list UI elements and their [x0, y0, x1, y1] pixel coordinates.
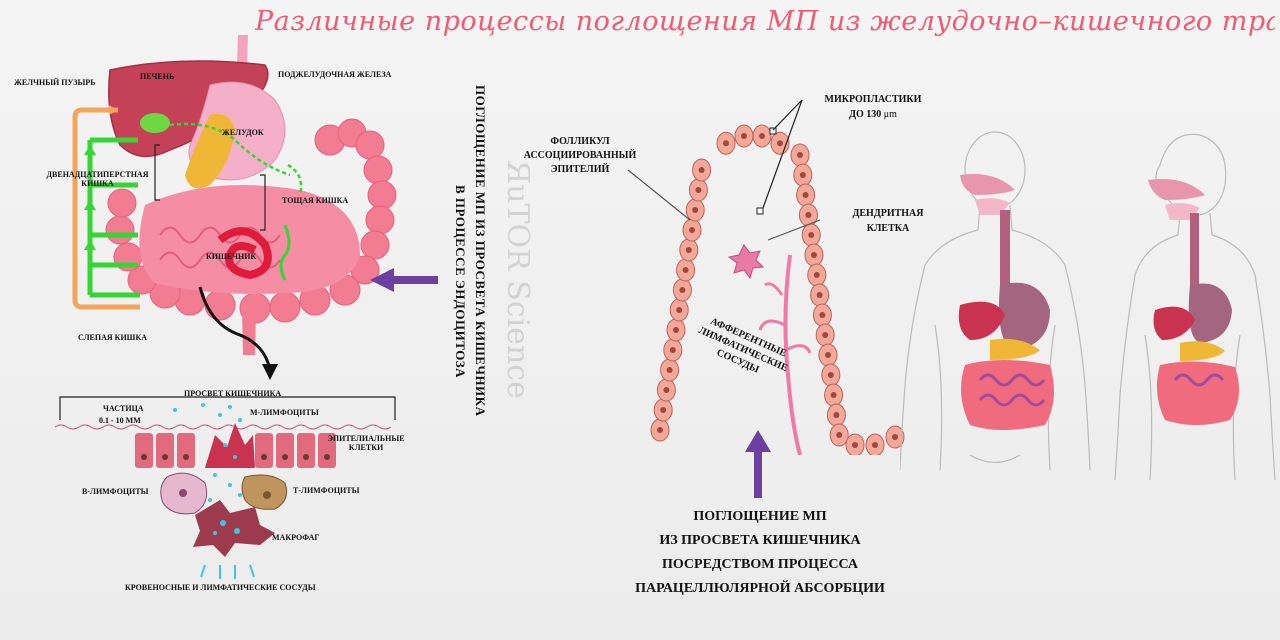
- villus-cell-nucleus: [666, 367, 673, 373]
- label-liver: ПЕЧЕНЬ: [140, 72, 175, 81]
- vertical-caption-line1: ПОГЛОЩЕНИЕ МП ИЗ ПРОСВЕТА КИШЕЧНИКА: [473, 85, 488, 417]
- label-duodenum-line2: КИШКА: [81, 179, 114, 188]
- label-dendritic-line2: КЛЕТКА: [866, 223, 910, 234]
- label-t-cells: Т-ЛИМФОЦИТЫ: [293, 486, 360, 495]
- villus-cell-nucleus: [819, 312, 826, 318]
- label-m-cells: М-ЛИМФОЦИТЫ: [250, 408, 319, 417]
- label-particle: ЧАСТИЦА: [103, 404, 144, 413]
- label-microplastics-unit: μm: [883, 109, 897, 120]
- villus-cell-nucleus: [663, 387, 670, 393]
- villus-cell-nucleus: [660, 407, 667, 413]
- villus-cell-nucleus: [682, 267, 689, 273]
- label-duodenum: ДВЕНАДЦАТИПЕРСТНАЯ КИШКА: [40, 170, 155, 188]
- label-follicle-line3: ЭПИТЕЛИЙ: [550, 164, 610, 175]
- villus-cell-nucleus: [816, 292, 823, 298]
- villus-cell-nucleus: [689, 227, 695, 233]
- label-cecum: СЛЕПАЯ КИШКА: [78, 333, 148, 342]
- villus-cell-nucleus: [657, 427, 663, 433]
- villus-cell-nucleus: [836, 432, 843, 438]
- villus-cell-nucleus: [698, 167, 705, 173]
- villus-cell-nucleus: [673, 327, 679, 333]
- label-stomach: ЖЕЛУДОК: [222, 128, 264, 137]
- villus-cell-nucleus: [685, 247, 692, 253]
- villus-cell-nucleus: [811, 252, 817, 258]
- label-intestine: КИШЕЧНИК: [206, 252, 257, 261]
- paracellular-caption: ПОГЛОЩЕНИЕ МП ИЗ ПРОСВЕТА КИШЕЧНИКА ПОСР…: [580, 505, 940, 601]
- villus-cell-nucleus: [797, 152, 803, 158]
- label-epithelial: ЭПИТЕЛИАЛЬНЫЕ КЛЕТКИ: [316, 434, 416, 452]
- villus-pointer-lines: [627, 99, 820, 241]
- villus-cell-nucleus: [892, 434, 898, 440]
- villus-cell-nucleus: [799, 172, 806, 178]
- label-follicle: ФОЛЛИКУЛ АССОЦИИРОВАННЫЙ ЭПИТЕЛИЙ: [510, 135, 650, 177]
- poster-title: Различные процессы поглощения МП из желу…: [255, 6, 1275, 37]
- label-dendritic-line1: ДЕНДРИТНАЯ: [852, 208, 924, 219]
- male-figure-illustration: [900, 131, 1091, 471]
- label-pancreas: ПОДЖЕЛУДОЧНАЯ ЖЕЛЕЗА: [278, 70, 392, 79]
- paracellular-caption-line3: ПОСРЕДСТВОМ ПРОЦЕССА: [661, 557, 859, 572]
- vertical-caption-line2: В ПРОЦЕССЕ ЭНДОЦИТОЗА: [453, 185, 468, 379]
- label-jejunum: ТОЩАЯ КИШКА: [282, 196, 349, 205]
- endocytosis-detail-illustration: [55, 396, 396, 579]
- villus-cell-nucleus: [695, 187, 702, 193]
- villus-cell-nucleus: [676, 307, 683, 313]
- paracellular-caption-line2: ИЗ ПРОСВЕТА КИШЕЧНИКА: [659, 533, 861, 548]
- label-microplastics-size: ДО 130: [849, 109, 882, 120]
- label-duodenum-line1: ДВЕНАДЦАТИПЕРСТНАЯ: [46, 170, 149, 179]
- villus-cell-nucleus: [825, 352, 831, 358]
- label-particle-size: 0.1 - 10 μm: [99, 416, 141, 425]
- villus-cell-nucleus: [827, 372, 834, 378]
- label-macrophage: МАКРОФАГ: [272, 533, 320, 542]
- villus-cell-nucleus: [777, 140, 783, 147]
- villus-cell-nucleus: [813, 272, 820, 278]
- villus-cell-nucleus: [852, 442, 858, 448]
- female-figure-illustration: [1114, 133, 1276, 481]
- villus-cell-nucleus: [741, 132, 747, 139]
- villus-cell-nucleus: [872, 442, 878, 448]
- label-microplastics-line1: МИКРОПЛАСТИКИ: [824, 94, 922, 105]
- purple-arrow-left: [370, 268, 438, 292]
- digestive-organs-illustration: [72, 35, 397, 371]
- villus-cell-nucleus: [802, 192, 809, 198]
- villus-cell-nucleus: [759, 132, 765, 139]
- villus-cell-nucleus: [723, 140, 729, 147]
- villus-cell-nucleus: [805, 212, 812, 218]
- label-dendritic: ДЕНДРИТНАЯ КЛЕТКА: [838, 206, 938, 236]
- paracellular-caption-line4: ПАРАЦЕЛЛЮЛЯРНОЙ АБСОРБЦИИ: [635, 581, 885, 596]
- paracellular-caption-line1: ПОГЛОЩЕНИЕ МП: [693, 509, 827, 524]
- villus-cell-nucleus: [669, 347, 676, 353]
- label-epithelial-line1: ЭПИТЕЛИАЛЬНЫЕ: [327, 434, 405, 443]
- watermark: ЯuTOR Science: [500, 160, 535, 399]
- label-microplastics: МИКРОПЛАСТИКИ ДО 130 μm: [808, 92, 938, 122]
- label-gallbladder: ЖЕЛЧНЫЙ ПУЗЫРЬ: [14, 78, 96, 87]
- label-vessels: КРОВЕНОСНЫЕ И ЛИМФАТИЧЕСКИЕ СОСУДЫ: [125, 583, 316, 592]
- villus-cell-nucleus: [830, 392, 837, 398]
- villus-cell-nucleus: [833, 412, 840, 418]
- label-epithelial-line2: КЛЕТКИ: [348, 443, 384, 452]
- purple-arrow-up: [745, 430, 771, 498]
- label-b-cells: В-ЛИМФОЦИТЫ: [82, 487, 149, 496]
- label-lumen: ПРОСВЕТ КИШЕЧНИКА: [184, 389, 282, 398]
- villus-cell-nucleus: [808, 232, 815, 238]
- label-follicle-line2: АССОЦИИРОВАННЫЙ: [523, 150, 637, 161]
- down-arrow-head: [262, 364, 278, 380]
- villus-illustration: [650, 124, 905, 455]
- villus-cell-nucleus: [822, 332, 829, 338]
- label-microplastics-line2: ДО 130 μm: [808, 107, 938, 122]
- label-follicle-line1: ФОЛЛИКУЛ: [550, 136, 610, 147]
- villus-cell-nucleus: [692, 207, 699, 213]
- villus-cell-nucleus: [679, 287, 686, 293]
